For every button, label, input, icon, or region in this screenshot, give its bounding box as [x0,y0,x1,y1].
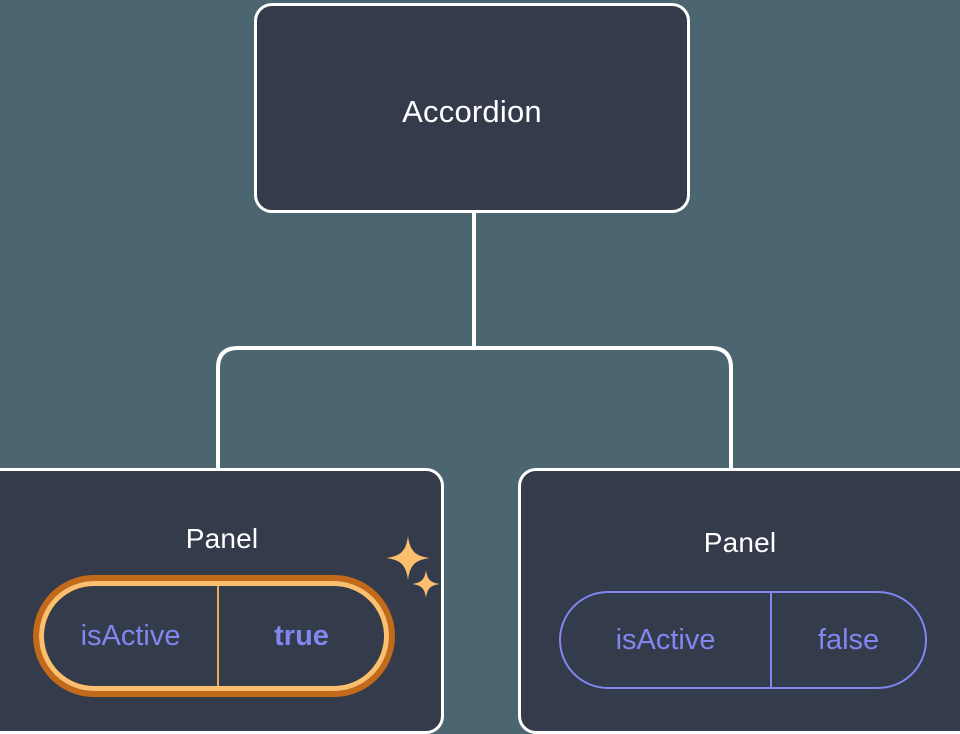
prop-value: true [274,619,329,652]
node-panel-active-label: Panel [185,523,259,554]
node-accordion-label: Accordion [402,94,542,129]
prop-value: false [817,623,880,656]
prop-pill-isactive-true[interactable]: isActive true [39,581,389,691]
prop-key: isActive [561,593,773,687]
node-accordion[interactable]: Accordion [254,3,690,213]
node-panel-inactive[interactable]: Panel isActive false [518,468,960,734]
node-panel-inactive-label: Panel [703,527,777,558]
prop-pill-isactive-false[interactable]: isActive false [559,591,927,689]
connector-branch-bar [216,346,733,468]
prop-key: isActive [44,586,220,686]
node-panel-active[interactable]: Panel isActive true [0,468,444,734]
